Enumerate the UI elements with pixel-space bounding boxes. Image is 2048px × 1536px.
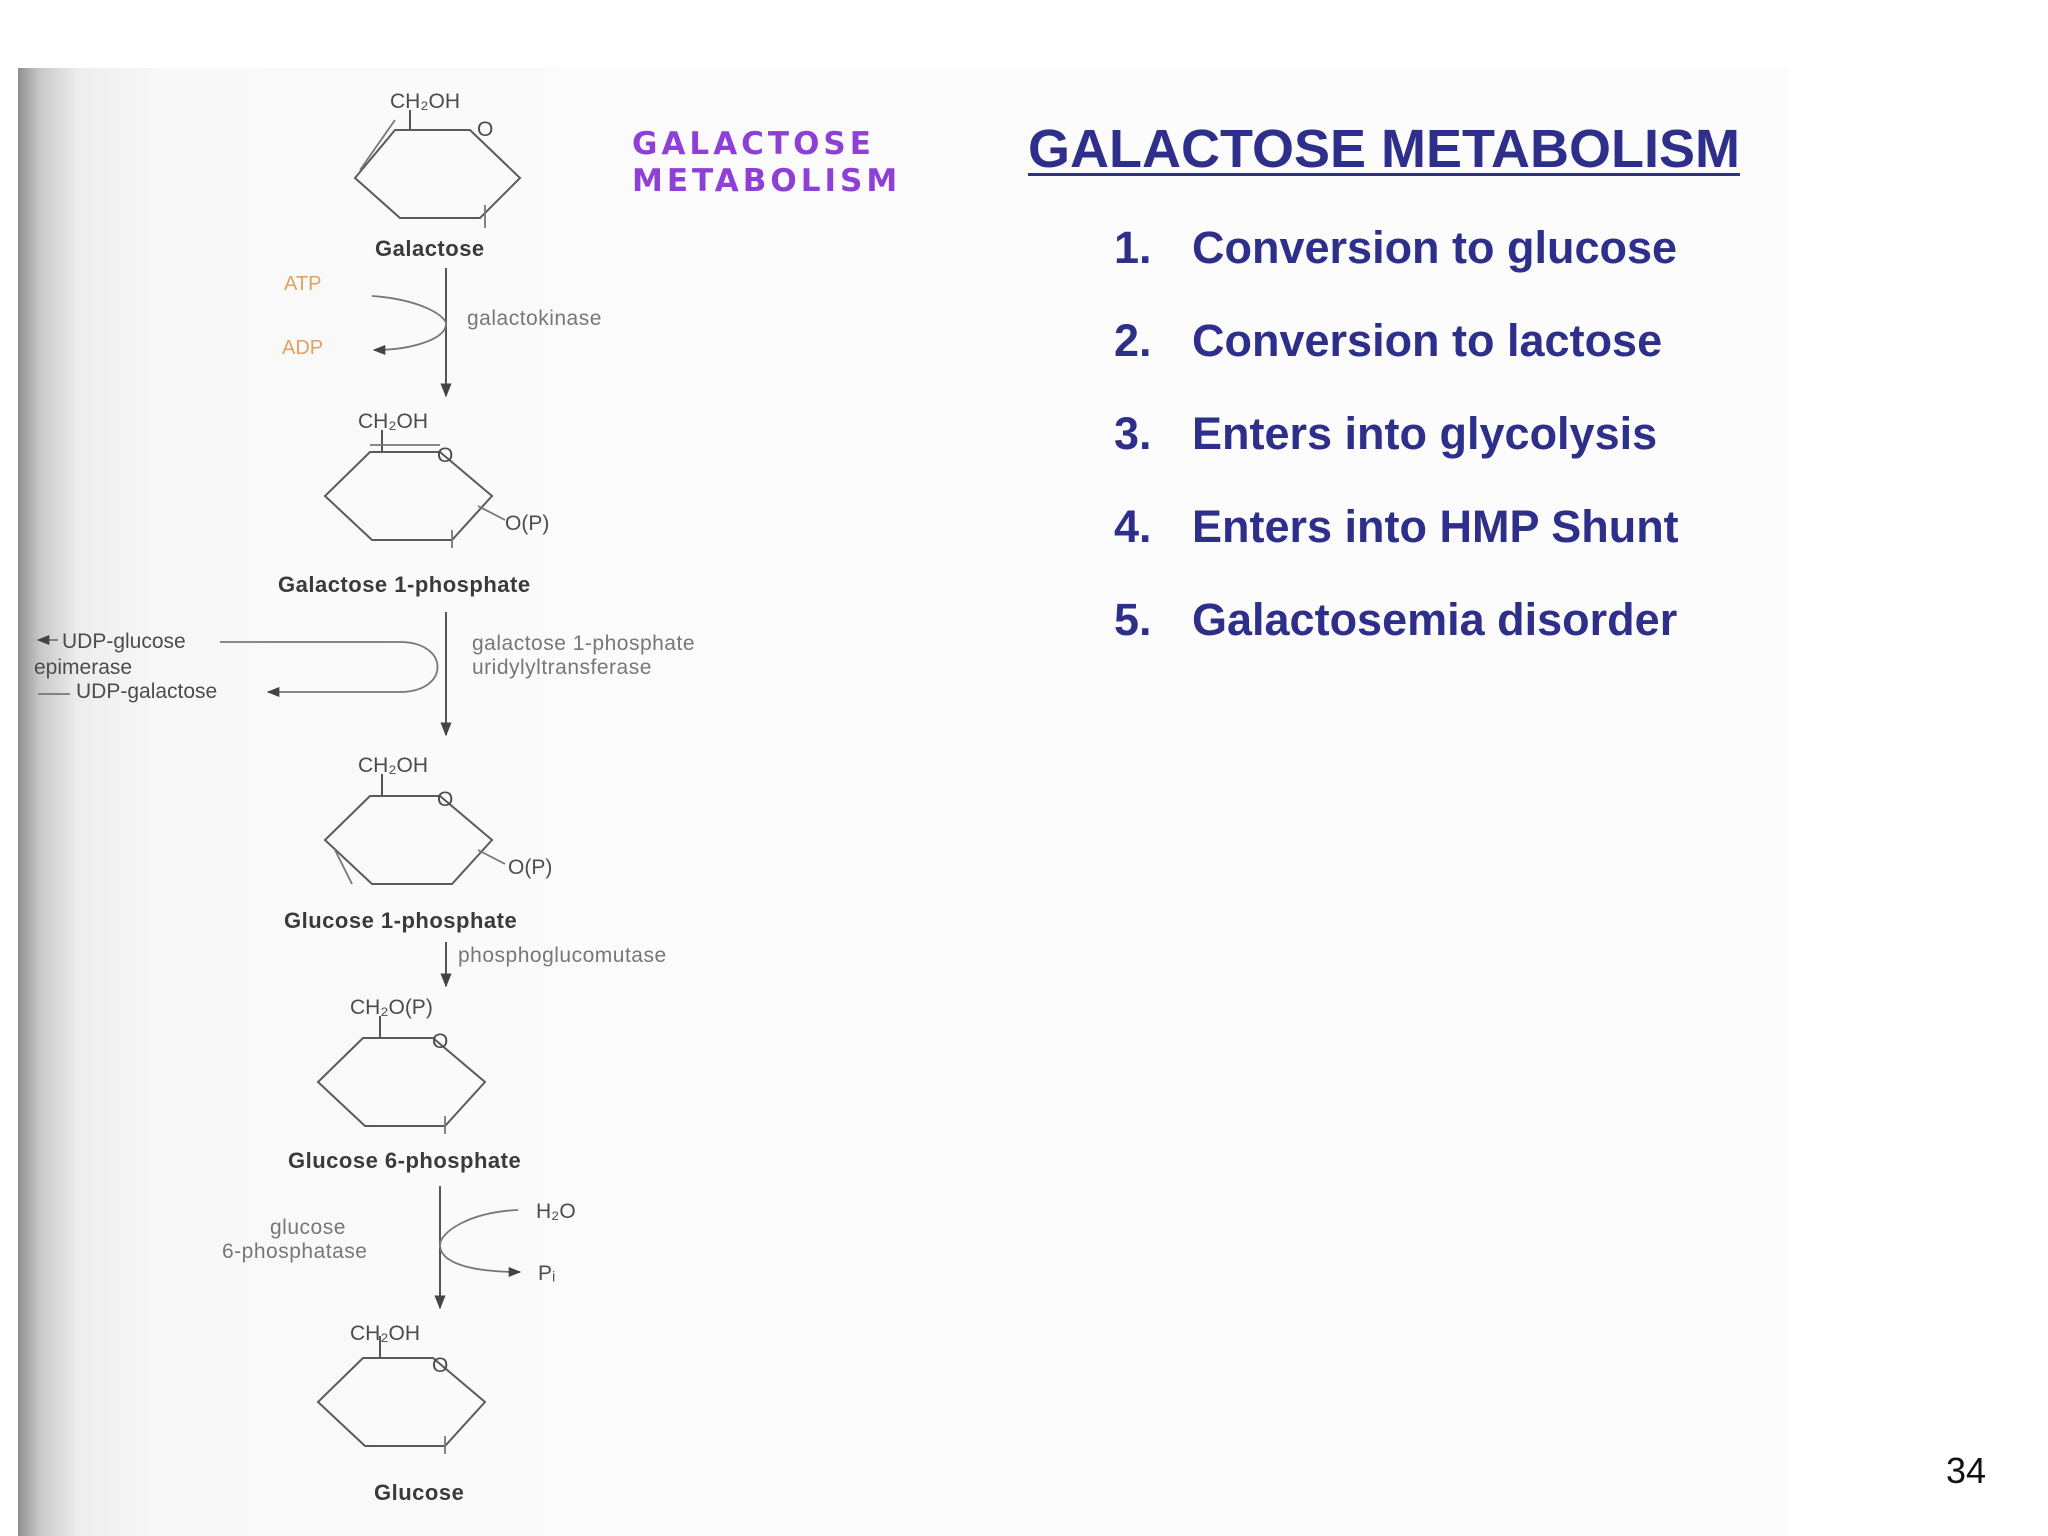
galactose-1p-ring <box>323 451 494 541</box>
topic-number: 3. <box>1114 408 1152 459</box>
atp-adp-curve <box>371 295 447 356</box>
h2o-pi-curve <box>439 1209 522 1278</box>
glucose-1p-ring-oxygen: O <box>437 788 453 811</box>
udp-glucose-label: UDP-glucose <box>62 630 186 653</box>
glucose-6-phosphatase-step: H₂O Pᵢ glucose 6-phosphatase <box>222 1186 576 1310</box>
galactose-1-phosphate-molecule: CH₂OH O O(P) Galactose 1-phosphate <box>278 410 549 597</box>
page-number: 34 <box>1946 1450 1987 1491</box>
scanned-page-background <box>18 68 1790 1536</box>
figure-title-line1: GALACTOSE <box>632 126 875 162</box>
galactose-1p-ch2oh: CH₂OH <box>358 410 428 433</box>
topic-list-item: 1. Conversion to glucose <box>1114 218 1679 311</box>
glucose-1-phosphate-molecule: CH₂OH O O(P) Glucose 1-phosphate <box>284 754 552 933</box>
adp-label: ADP <box>282 337 323 359</box>
udp-exchange-curve <box>220 641 439 698</box>
udp-galactose-label: UDP-galactose <box>76 680 217 703</box>
galactose-ring <box>353 129 522 219</box>
topic-number: 5. <box>1114 594 1152 645</box>
glucose-6-phosphatase-label-line2: 6-phosphatase <box>222 1240 367 1263</box>
uridylyltransferase-label-line2: uridylyltransferase <box>472 656 652 679</box>
glucose-6p-ring-oxygen: O <box>432 1030 448 1053</box>
topic-list: 1. Conversion to glucose 2. Conversion to … <box>1114 218 1679 683</box>
h2o-label: H₂O <box>536 1200 576 1223</box>
pi-label: Pᵢ <box>538 1262 555 1285</box>
uridylyltransferase-step: UDP-glucose epimerase UDP-galactose gala… <box>34 612 695 737</box>
topic-text: Enters into HMP Shunt <box>1192 501 1679 552</box>
galactose-molecule: CH₂OH O Galactose <box>353 90 522 261</box>
glucose-6p-ch2op: CH₂O(P) <box>350 996 433 1019</box>
glucose-6-phosphatase-label-line1: glucose <box>270 1216 346 1239</box>
phosphoglucomutase-label: phosphoglucomutase <box>458 944 667 967</box>
glucose-1p-ch2oh: CH₂OH <box>358 754 428 777</box>
glucose-1p-phosphate-group: O(P) <box>508 856 552 879</box>
figure-title-line2: METABOLISM <box>632 163 902 199</box>
galactose-1p-ring-oxygen: O <box>437 444 453 467</box>
topic-text: Enters into glycolysis <box>1192 408 1658 459</box>
topic-number: 2. <box>1114 315 1152 366</box>
uridylyltransferase-label-line1: galactose 1-phosphate <box>472 632 695 655</box>
epimerase-label: epimerase <box>34 656 132 679</box>
glucose-molecule: CH₂OH O Glucose <box>316 1322 487 1505</box>
topic-text: Conversion to glucose <box>1192 222 1678 273</box>
galactose-ch2oh: CH₂OH <box>390 90 460 113</box>
topic-list-item: 5. Galactosemia disorder <box>1114 590 1679 683</box>
glucose-ring <box>316 1357 487 1447</box>
topic-text: Galactosemia disorder <box>1192 594 1678 645</box>
glucose-6-phosphate-label: Glucose 6-phosphate <box>288 1148 521 1173</box>
glucose-ring-oxygen: O <box>432 1354 448 1377</box>
topic-list-item: 3. Enters into glycolysis <box>1114 404 1679 497</box>
galactose-label: Galactose <box>375 236 485 261</box>
galactose-1p-phosphate-group: O(P) <box>505 512 549 535</box>
atp-label: ATP <box>284 273 321 295</box>
glucose-label: Glucose <box>374 1480 464 1505</box>
topic-list-item: 2. Conversion to lactose <box>1114 311 1679 404</box>
figure-title: GALACTOSE METABOLISM <box>632 126 952 200</box>
topic-text: Conversion to lactose <box>1192 315 1663 366</box>
galactokinase-step: ATP ADP galactokinase <box>282 268 602 398</box>
glucose-1p-ring <box>323 795 494 885</box>
galactose-ring-oxygen: O <box>477 118 493 141</box>
topic-list-item: 4. Enters into HMP Shunt <box>1114 497 1679 590</box>
topic-number: 4. <box>1114 501 1152 552</box>
glucose-1-phosphate-label: Glucose 1-phosphate <box>284 908 517 933</box>
galactose-1-phosphate-label: Galactose 1-phosphate <box>278 572 531 597</box>
glucose-6p-ring <box>316 1037 487 1127</box>
glucose-ch2oh: CH₂OH <box>350 1322 420 1345</box>
galactokinase-label: galactokinase <box>467 307 602 330</box>
phosphoglucomutase-step: phosphoglucomutase <box>440 942 667 988</box>
topic-number: 1. <box>1114 222 1152 273</box>
slide-title: GALACTOSE METABOLISM <box>1028 119 1740 179</box>
glucose-6-phosphate-molecule: CH₂O(P) O Glucose 6-phosphate <box>288 996 521 1173</box>
